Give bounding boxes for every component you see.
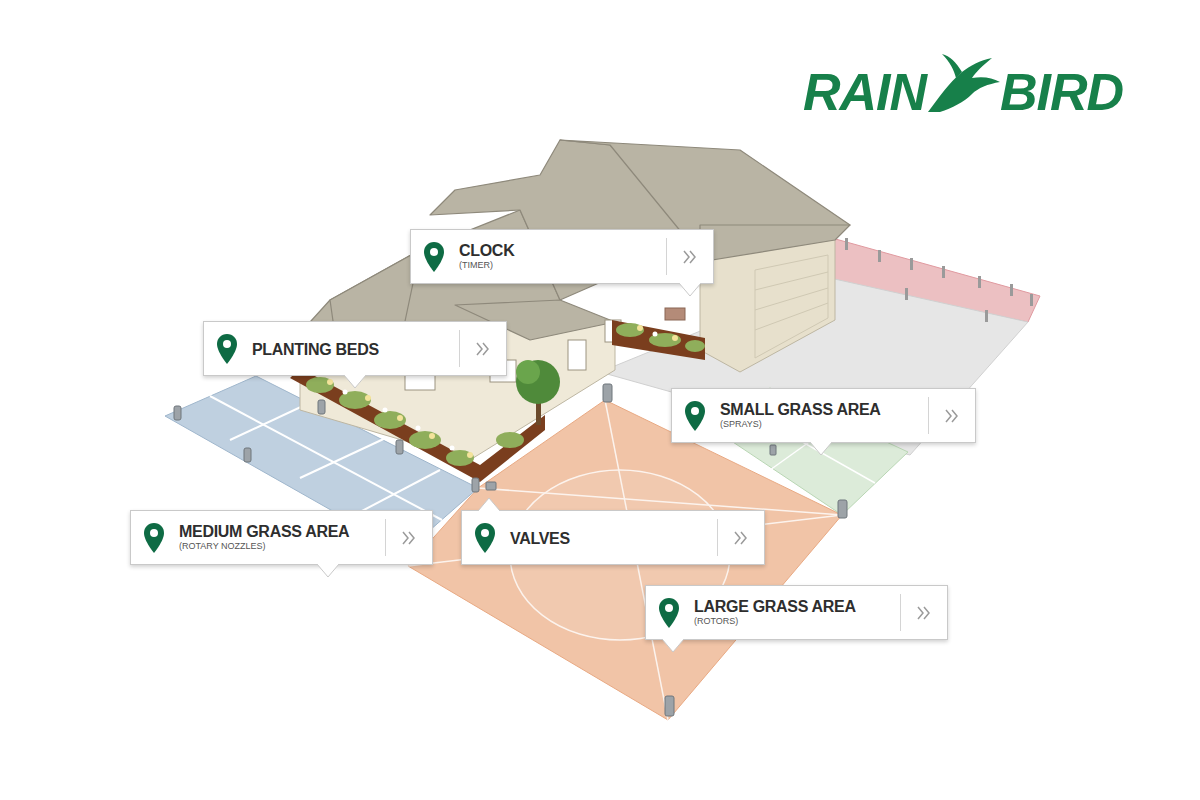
chevron-stroke — [918, 607, 929, 619]
callout-heading: VALVES — [510, 529, 570, 548]
chevron-stroke — [403, 532, 414, 544]
callout-subtitle: (ROTORS) — [694, 616, 856, 627]
pin-shape — [475, 523, 495, 553]
chevron-stroke — [735, 532, 746, 544]
pointer-shape — [810, 442, 832, 455]
pin-shape — [424, 242, 444, 272]
callout-box: SMALL GRASS AREA(SPRAYS) — [671, 388, 976, 443]
callout-text: SMALL GRASS AREA(SPRAYS) — [720, 400, 881, 430]
callout-pointer — [810, 442, 832, 456]
logo-word: BIRD — [1000, 62, 1123, 122]
callout-box: MEDIUM GRASS AREA(ROTARY NOZZLES) — [130, 510, 433, 565]
pointer-shape — [344, 375, 366, 388]
chevron-stroke — [684, 251, 695, 263]
pin-hole — [481, 529, 489, 537]
callout-text: MEDIUM GRASS AREA(ROTARY NOZZLES) — [179, 522, 349, 552]
pin-shape — [685, 401, 705, 431]
callout-heading: PLANTING BEDS — [252, 340, 379, 359]
chevron-icon — [667, 238, 713, 276]
callout-pointer — [679, 283, 701, 297]
chevron-button — [459, 330, 506, 367]
callout-heading: CLOCK — [459, 241, 514, 260]
pointer-shape — [317, 564, 339, 577]
callout-pointer — [317, 564, 339, 578]
chevron-button — [900, 594, 947, 631]
chevron-icon — [901, 594, 947, 632]
callout-box: LARGE GRASS AREA(ROTORS) — [645, 585, 948, 640]
pin-icon — [143, 522, 165, 554]
chevron-button — [666, 238, 713, 275]
pin-shape — [217, 334, 237, 364]
callout-pointer — [344, 375, 366, 389]
callout-text: CLOCK(TIMER) — [459, 241, 514, 271]
pin-hole — [691, 407, 699, 415]
callout-subtitle: (TIMER) — [459, 260, 514, 271]
pin-icon — [684, 400, 706, 432]
callout-subtitle: (SPRAYS) — [720, 419, 881, 430]
pin-icon — [423, 241, 445, 273]
timer-box — [665, 308, 685, 320]
callout-pointer — [478, 497, 500, 511]
garage-door — [755, 255, 828, 358]
chevron-icon — [718, 519, 764, 557]
pointer-shape — [478, 498, 500, 511]
pin-icon — [216, 333, 238, 365]
callout-heading: LARGE GRASS AREA — [694, 597, 856, 616]
pin-hole — [223, 340, 231, 348]
callout-text: VALVES — [510, 529, 570, 548]
callout-subtitle: (ROTARY NOZZLES) — [179, 541, 349, 552]
pin-hole — [665, 604, 673, 612]
pin-icon — [474, 522, 496, 554]
chevron-icon — [386, 519, 432, 557]
pin-shape — [659, 598, 679, 628]
small-grass-zone — [700, 388, 908, 515]
pin-hole — [150, 529, 158, 537]
chevron-stroke — [946, 410, 957, 422]
chevron-button — [385, 519, 432, 556]
pointer-shape — [662, 639, 684, 652]
callout-pointer — [662, 639, 684, 653]
chevron-button — [928, 397, 975, 434]
chevron-icon — [460, 330, 506, 368]
chevron-icon — [929, 397, 975, 435]
pin-shape — [144, 523, 164, 553]
callout-text: PLANTING BEDS — [252, 340, 379, 359]
callout-box: PLANTING BEDS — [203, 321, 507, 376]
tree — [516, 360, 560, 425]
pin-icon — [658, 597, 680, 629]
callout-box: CLOCK(TIMER) — [410, 229, 714, 284]
chevron-button — [717, 519, 764, 556]
callout-heading: SMALL GRASS AREA — [720, 400, 881, 419]
logo-word: RAIN — [803, 62, 926, 122]
spray-heads — [845, 238, 1033, 322]
callout-box: VALVES — [461, 510, 765, 565]
chevron-stroke — [477, 343, 488, 355]
logo-bird — [928, 54, 1000, 112]
pin-hole — [430, 248, 438, 256]
pointer-shape — [679, 283, 701, 296]
callout-text: LARGE GRASS AREA(ROTORS) — [694, 597, 856, 627]
callout-heading: MEDIUM GRASS AREA — [179, 522, 349, 541]
